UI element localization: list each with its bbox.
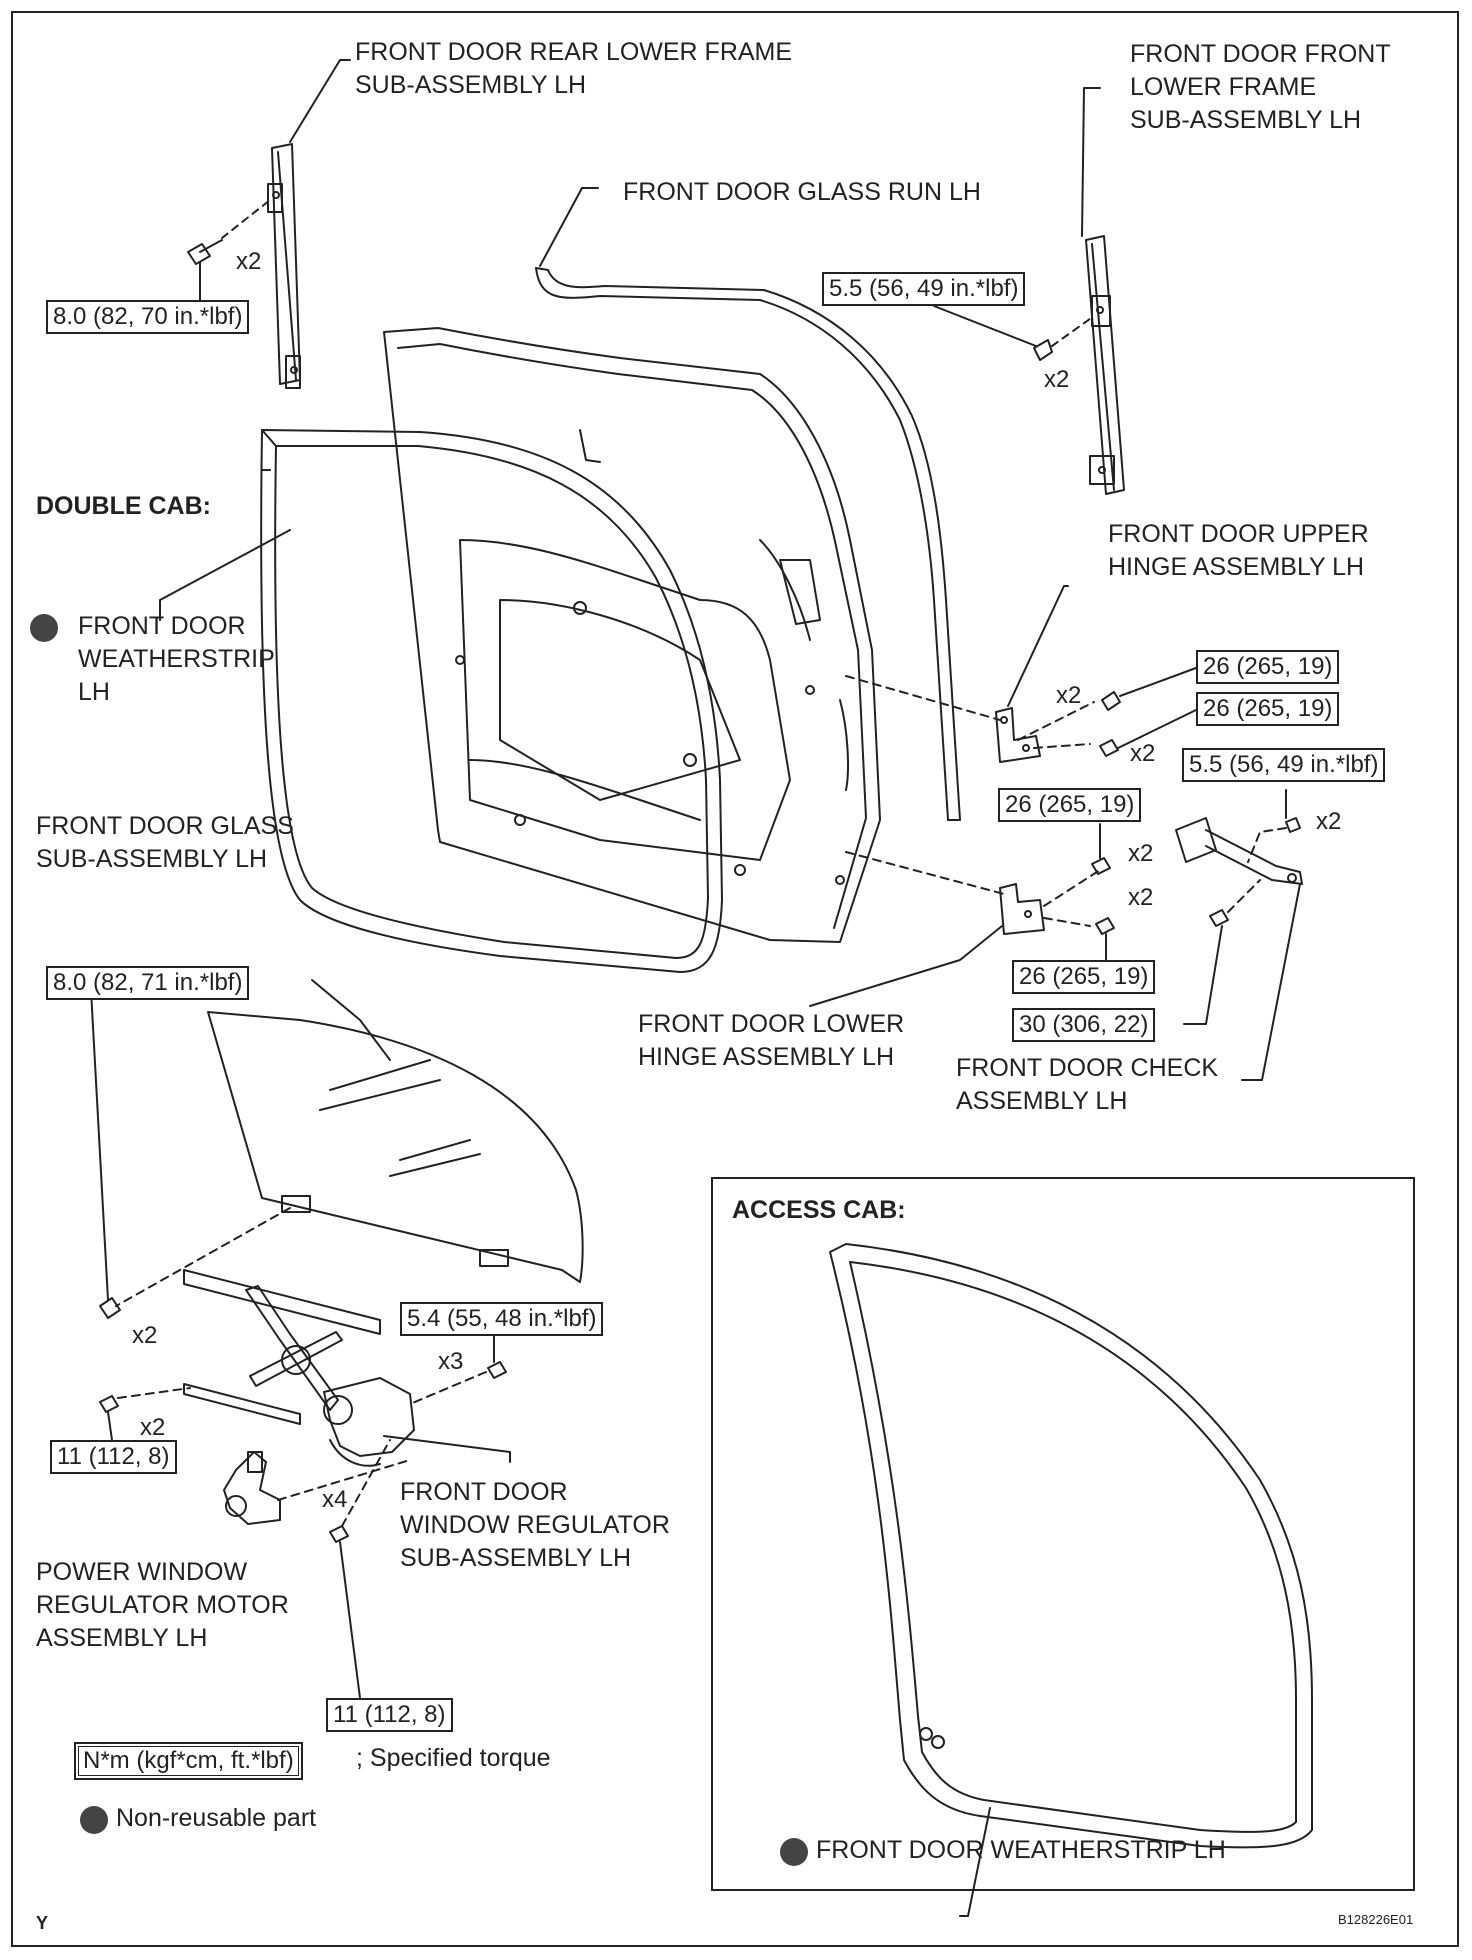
torque-check-nut: 5.5 (56, 49 in.*lbf)	[1182, 748, 1386, 782]
bolt-lower-1	[1091, 857, 1111, 875]
bolt-rear-frame	[187, 239, 223, 265]
label-line: SUB-ASSEMBLY LH	[355, 71, 587, 99]
multiplier-lower-1: x2	[1128, 840, 1154, 867]
legend-torque-units: N*m (kgf*cm, ft.*lbf)	[78, 1746, 299, 1776]
multiplier-check-nut: x2	[1316, 808, 1342, 835]
torque-rear-frame: 8.0 (82, 70 in.*lbf)	[46, 300, 250, 334]
bolt-lower-2	[1095, 917, 1115, 935]
label-glass-run: FRONT DOOR GLASS RUN LH	[623, 176, 981, 209]
multiplier-front-frame: x2	[1044, 366, 1070, 393]
torque-upper-hinge-1: 26 (265, 19)	[1196, 650, 1340, 684]
label-line: FRONT DOOR	[78, 612, 246, 640]
label-line: FRONT DOOR LOWER	[638, 1010, 905, 1038]
label-access-cab: ACCESS CAB:	[732, 1196, 906, 1224]
label-rear-lower-frame: FRONT DOOR REAR LOWER FRAME SUB-ASSEMBLY…	[355, 36, 792, 102]
label-line: SUB-ASSEMBLY LH	[36, 845, 268, 873]
double-cab-weatherstrip	[260, 429, 723, 973]
torque-front-frame: 5.5 (56, 49 in.*lbf)	[822, 272, 1026, 306]
multiplier-upper-1: x2	[1056, 682, 1082, 709]
door-panel	[383, 327, 881, 943]
window-regulator	[183, 1269, 415, 1467]
label-line: FRONT DOOR GLASS	[36, 812, 294, 840]
nonreusable-marker	[780, 1838, 808, 1866]
door-check	[1175, 817, 1303, 885]
label-line: WINDOW REGULATOR	[400, 1511, 670, 1539]
multiplier-rear-frame: x2	[236, 248, 262, 275]
access-cab-weatherstrip	[829, 1243, 1313, 1849]
multiplier-upper-2: x2	[1130, 740, 1156, 767]
diagram-border	[11, 11, 1459, 1947]
legend-nonreusable-text: Non-reusable part	[116, 1804, 317, 1832]
torque-regulator-bolt: 11 (112, 8)	[50, 1440, 177, 1474]
label-line: HINGE ASSEMBLY LH	[638, 1043, 895, 1071]
glass-run	[535, 267, 961, 821]
bolt-upper-2	[1099, 739, 1119, 757]
label-check: FRONT DOOR CHECK ASSEMBLY LH	[956, 1052, 1218, 1118]
upper-hinge	[995, 707, 1041, 763]
label-glass: FRONT DOOR GLASS SUB-ASSEMBLY LH	[36, 810, 294, 876]
legend-torque-text: ; Specified torque	[356, 1744, 551, 1772]
label-line: POWER WINDOW	[36, 1558, 248, 1586]
multiplier-reg-bolt: x2	[140, 1414, 166, 1441]
label-line: ASSEMBLY LH	[36, 1624, 208, 1652]
label-lower-hinge: FRONT DOOR LOWER HINGE ASSEMBLY LH	[638, 1008, 904, 1074]
label-front-lower-frame: FRONT DOOR FRONT LOWER FRAME SUB-ASSEMBL…	[1130, 38, 1391, 137]
bolt-motor	[329, 1525, 349, 1543]
label-access-weatherstrip: FRONT DOOR WEATHERSTRIP LH	[816, 1836, 1226, 1864]
label-line: FRONT DOOR REAR LOWER FRAME	[355, 38, 793, 66]
footer-figure-id: B128226E01	[1338, 1912, 1414, 1927]
torque-motor: 11 (112, 8)	[326, 1698, 453, 1732]
label-regulator: FRONT DOOR WINDOW REGULATOR SUB-ASSEMBLY…	[400, 1476, 670, 1575]
legend-torque-box: N*m (kgf*cm, ft.*lbf)	[74, 1742, 303, 1780]
bolt-regulator	[99, 1395, 119, 1413]
bolt-upper-1	[1101, 691, 1121, 711]
torque-regulator: 5.4 (55, 48 in.*lbf)	[400, 1302, 604, 1336]
footer-left: Y	[36, 1913, 49, 1933]
label-line: FRONT DOOR UPPER	[1108, 520, 1369, 548]
torque-upper-hinge-2: 26 (265, 19)	[1196, 692, 1340, 726]
multiplier-motor: x4	[322, 1486, 348, 1513]
front-lower-frame	[1085, 235, 1125, 495]
label-line: REGULATOR MOTOR	[36, 1591, 289, 1619]
label-weatherstrip: FRONT DOOR WEATHERSTRIP LH	[78, 610, 275, 709]
multiplier-glass: x2	[132, 1322, 158, 1349]
label-line: FRONT DOOR	[400, 1478, 568, 1506]
torque-glass: 8.0 (82, 71 in.*lbf)	[46, 966, 250, 1000]
window-motor	[223, 1451, 281, 1525]
multiplier-reg-nut: x3	[438, 1348, 464, 1375]
label-line: ASSEMBLY LH	[956, 1087, 1128, 1115]
torque-lower-hinge-2: 26 (265, 19)	[1012, 960, 1156, 994]
label-line: HINGE ASSEMBLY LH	[1108, 553, 1365, 581]
legend-nonreusable-dot	[80, 1806, 108, 1834]
nut-check	[1285, 817, 1301, 833]
label-line: WEATHERSTRIP	[78, 645, 275, 673]
nut-front-frame	[1033, 339, 1053, 361]
label-double-cab: DOUBLE CAB:	[36, 492, 211, 520]
multiplier-lower-2: x2	[1128, 884, 1154, 911]
nonreusable-marker	[30, 614, 58, 642]
label-line: LOWER FRAME	[1130, 73, 1317, 101]
access-cab-box	[711, 1177, 1415, 1891]
label-line: LH	[78, 678, 110, 706]
label-upper-hinge: FRONT DOOR UPPER HINGE ASSEMBLY LH	[1108, 518, 1369, 584]
label-line: FRONT DOOR CHECK	[956, 1054, 1219, 1082]
torque-check-bolt: 30 (306, 22)	[1012, 1008, 1156, 1042]
nut-regulator	[487, 1361, 507, 1379]
rear-lower-frame	[267, 143, 301, 389]
label-motor: POWER WINDOW REGULATOR MOTOR ASSEMBLY LH	[36, 1556, 289, 1655]
label-line: FRONT DOOR GLASS RUN LH	[623, 178, 981, 206]
bolt-check	[1209, 909, 1229, 927]
torque-lower-hinge-1: 26 (265, 19)	[998, 788, 1142, 822]
label-line: SUB-ASSEMBLY LH	[1130, 106, 1362, 134]
label-line: FRONT DOOR FRONT	[1130, 40, 1391, 68]
lower-hinge	[999, 883, 1045, 935]
bolt-glass	[99, 1297, 121, 1319]
door-glass	[207, 1011, 584, 1283]
label-line: SUB-ASSEMBLY LH	[400, 1544, 632, 1572]
